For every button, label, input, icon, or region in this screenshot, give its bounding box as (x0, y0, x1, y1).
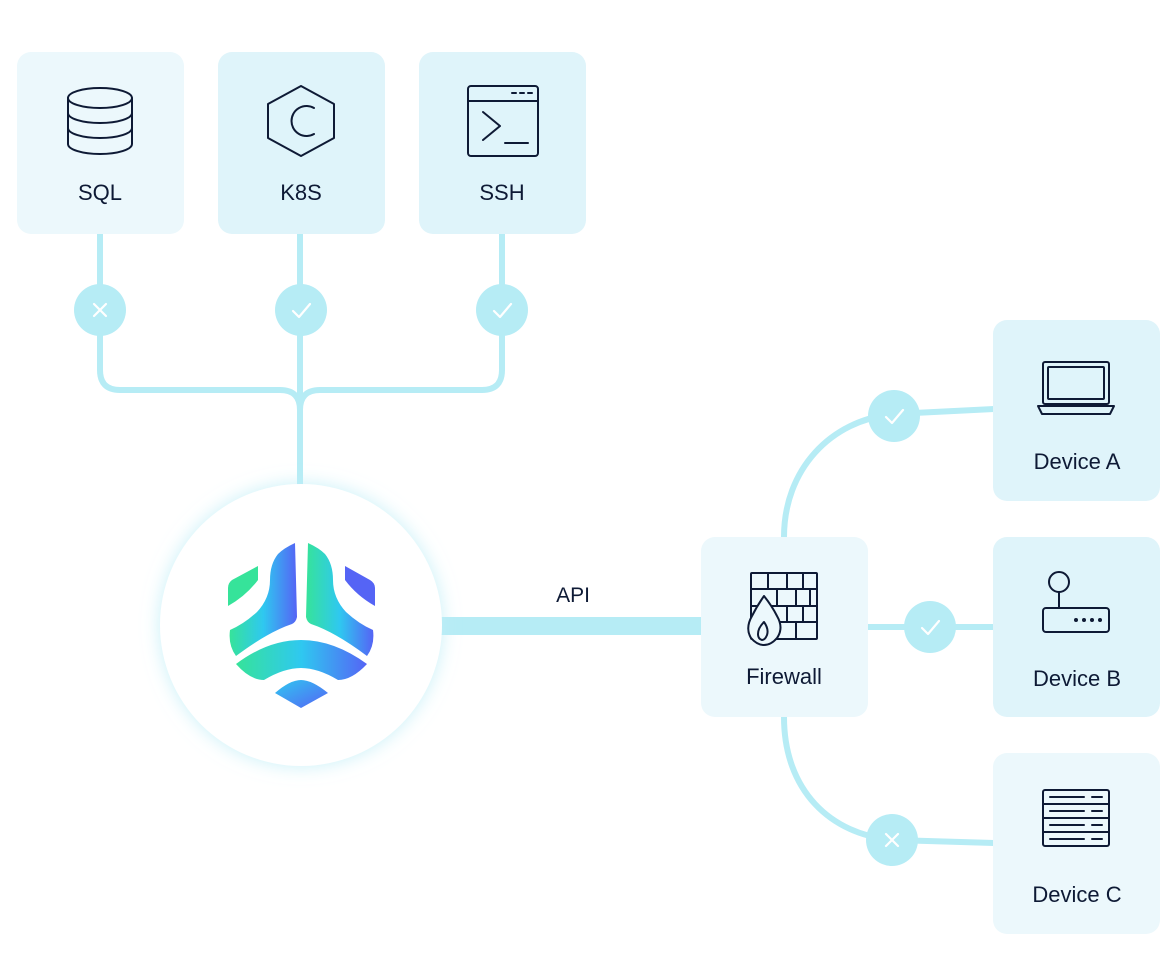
check-icon (291, 302, 312, 319)
firewall-card[interactable]: Firewall (701, 537, 868, 717)
status-allowed-k8s (275, 284, 327, 336)
check-icon (920, 619, 941, 636)
link-ssh (297, 234, 505, 411)
server-icon (1042, 789, 1110, 847)
device-label-b: Device B (1033, 666, 1121, 691)
device-label-a: Device A (1034, 449, 1121, 474)
device-card-a[interactable]: Device A (993, 320, 1160, 501)
firewall-label: Firewall (746, 664, 822, 689)
device-label-c: Device C (1032, 882, 1121, 907)
database-icon (67, 87, 133, 155)
laptop-icon (1037, 361, 1115, 415)
status-allowed-ssh (476, 284, 528, 336)
status-allowed-device-b (904, 601, 956, 653)
firewall-icon (747, 572, 818, 646)
device-card-b[interactable]: Device B (993, 537, 1160, 717)
router-icon (1042, 571, 1110, 633)
api-connection-bar (440, 617, 702, 635)
check-icon (492, 302, 513, 319)
device-card-c[interactable]: Device C (993, 753, 1160, 934)
api-label: API (556, 584, 590, 607)
hub[interactable] (160, 484, 442, 766)
status-allowed-device-a (868, 390, 920, 442)
logo-icon (228, 543, 375, 708)
protocol-card-ssh[interactable]: SSH (419, 52, 586, 234)
cross-icon (92, 302, 108, 318)
protocol-label-k8s: K8S (280, 180, 322, 205)
link-sql (97, 234, 303, 411)
status-denied-sql (74, 284, 126, 336)
status-denied-device-c (866, 814, 918, 866)
cross-icon (884, 832, 900, 848)
protocol-label-sql: SQL (78, 180, 122, 205)
protocol-card-k8s[interactable]: K8S (218, 52, 385, 234)
protocol-label-ssh: SSH (479, 180, 524, 205)
terminal-icon (467, 85, 539, 157)
protocol-card-sql[interactable]: SQL (17, 52, 184, 234)
kubernetes-icon (267, 85, 335, 157)
check-icon (884, 408, 905, 425)
